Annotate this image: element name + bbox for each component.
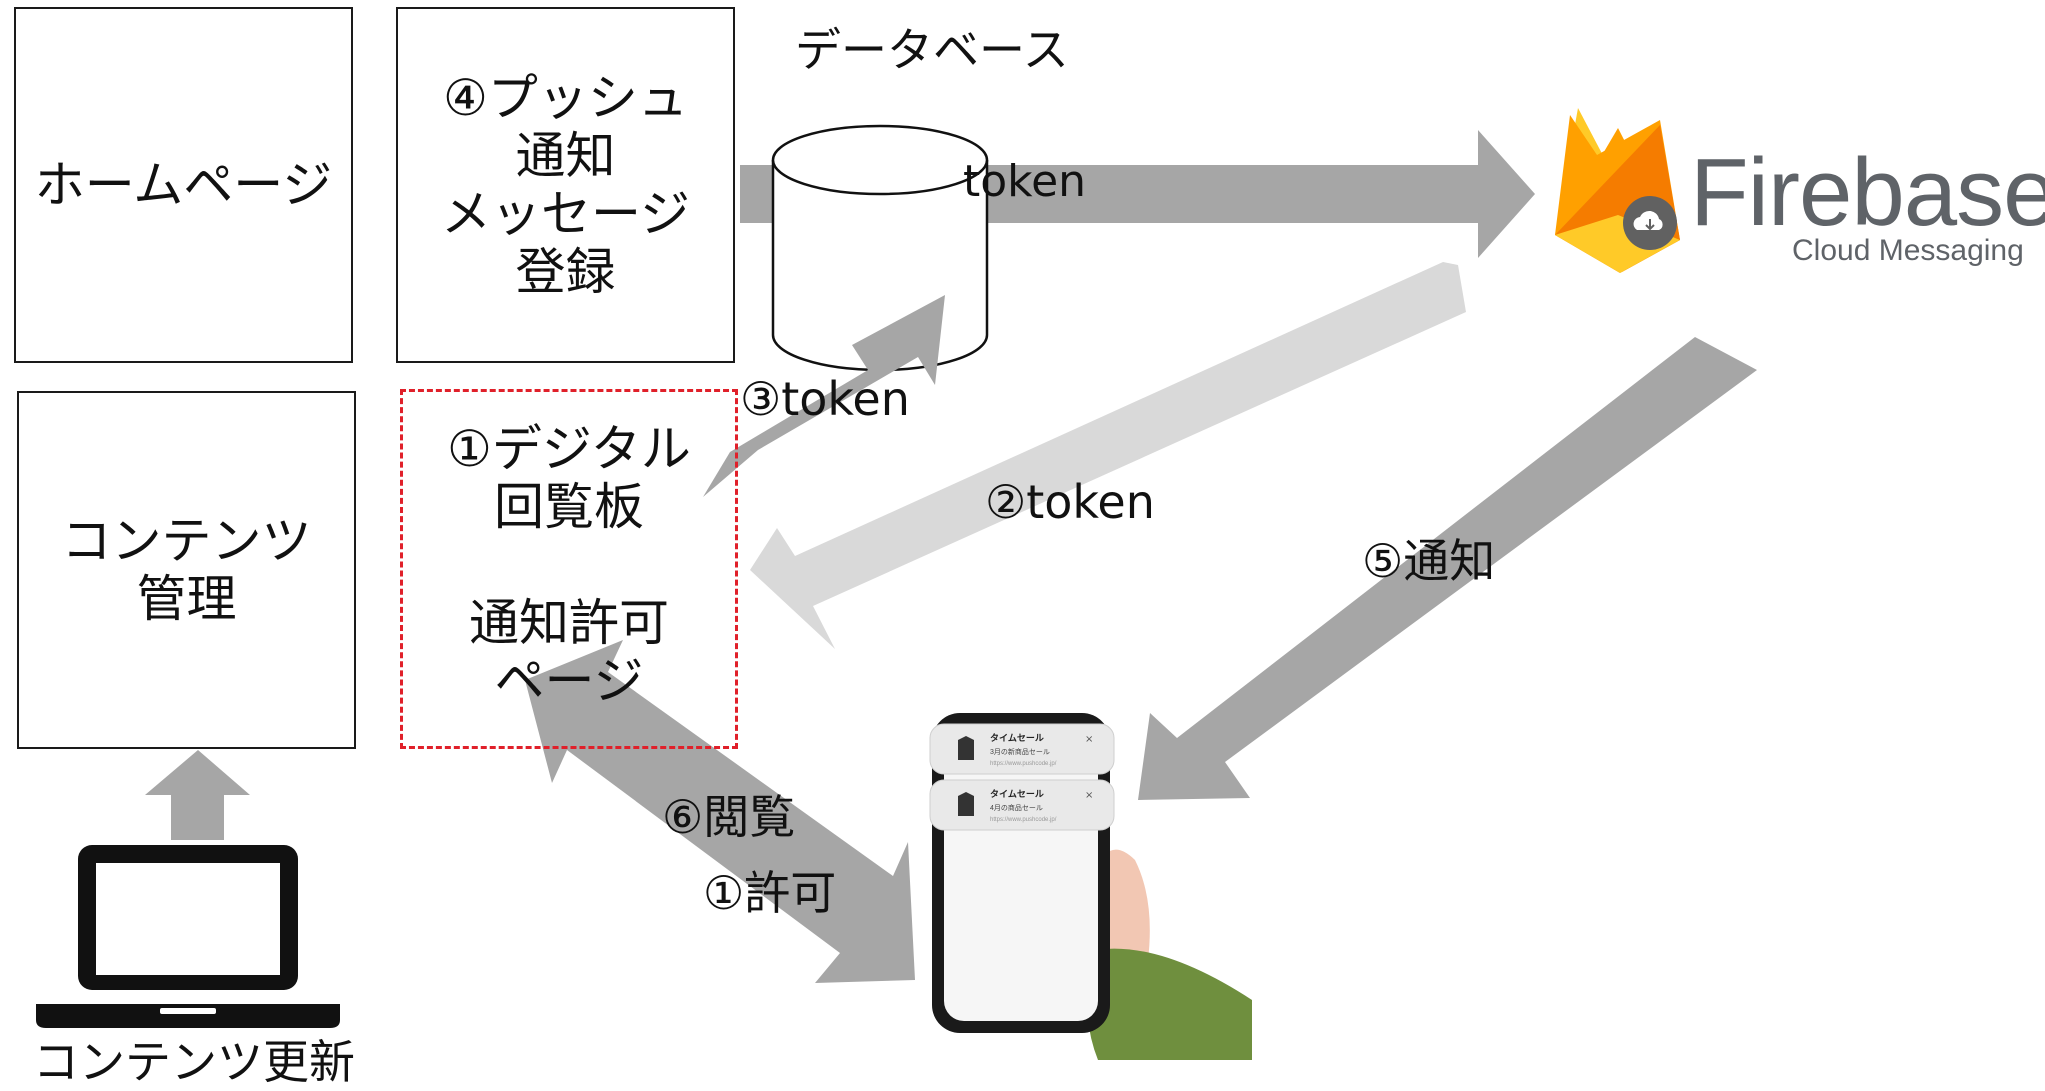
firebase-wordmark: Firebase <box>1690 139 2045 246</box>
firebase-subtitle: Cloud Messaging <box>1792 234 2024 267</box>
notification-card-2: タイムセール 4月の商品セール https://www.pushcode.jp/… <box>929 779 1115 831</box>
step2-label: ②token <box>985 475 1155 529</box>
step6-label: ⑥閲覧 <box>662 790 796 844</box>
token-arrow-from-firebase <box>750 262 1466 649</box>
svg-text:×: × <box>1085 790 1093 801</box>
database-token-label: token <box>963 156 1087 207</box>
content-management-box: コンテンツ 管理 <box>17 391 356 749</box>
firebase-flame-icon <box>1555 108 1680 273</box>
homepage-label: ホームページ <box>34 156 333 214</box>
push-register-label: ④プッシュ 通知 メッセージ 登録 <box>441 69 690 301</box>
notification-1-title: タイムセール <box>990 732 1044 743</box>
notify-arrow-to-phone <box>1138 337 1757 800</box>
homepage-box: ホームページ <box>14 7 353 363</box>
content-update-label: コンテンツ更新 <box>33 1035 355 1089</box>
notification-1-body: 3月の新商品セール <box>990 747 1050 756</box>
laptop-icon <box>36 845 340 1028</box>
update-arrow-up <box>145 750 250 840</box>
push-register-box: ④プッシュ 通知 メッセージ 登録 <box>396 7 735 363</box>
permission-page-frame <box>400 389 738 749</box>
permission-page-label: ①デジタル 回覧板 通知許可 ページ <box>447 420 691 710</box>
notification-card-1: タイムセール 3月の新商品セール https://www.pushcode.jp… <box>929 723 1115 775</box>
notification-2-body: 4月の商品セール <box>990 803 1043 812</box>
token-arrow-to-firebase <box>740 130 1535 258</box>
content-management-label: コンテンツ 管理 <box>61 512 312 628</box>
notification-1-url: https://www.pushcode.jp/ <box>990 761 1057 767</box>
database-title: データベース <box>795 23 1069 77</box>
notification-2-url: https://www.pushcode.jp/ <box>990 817 1057 823</box>
step3-label: ③token <box>740 372 910 426</box>
phone-illustration: タイムセール 3月の新商品セール https://www.pushcode.jp… <box>929 713 1252 1060</box>
notification-2-title: タイムセール <box>990 788 1044 799</box>
token-arrow-to-database <box>703 295 945 497</box>
step5-label: ⑤通知 <box>1362 534 1496 588</box>
view-permit-double-arrow <box>525 640 915 983</box>
step1-label: ①許可 <box>703 866 837 920</box>
svg-text:×: × <box>1085 734 1093 745</box>
